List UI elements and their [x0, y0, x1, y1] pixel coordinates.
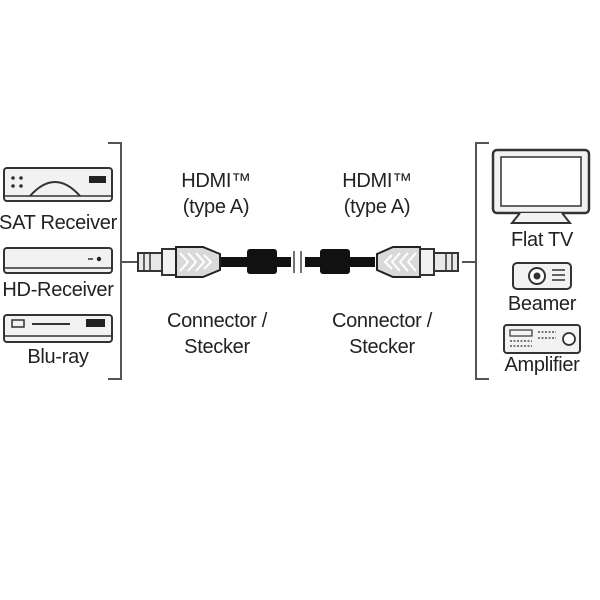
amplifier-icon: [503, 324, 581, 354]
hdmi-cable: [137, 246, 459, 278]
left-hdmi-plug: [137, 246, 221, 278]
bluray-player-icon: [3, 314, 113, 343]
destination-label-flat-tv: Flat TV: [511, 229, 573, 251]
flat-tv-icon: [491, 148, 591, 224]
right-plug-gender-line1: Connector /: [331, 310, 433, 332]
projector-icon: [512, 262, 572, 290]
sat-receiver-icon: [3, 167, 113, 202]
source-label-bluray: Blu-ray: [27, 346, 89, 368]
destination-label-beamer: Beamer: [507, 293, 577, 315]
right-plug-type-line2: (type A): [343, 196, 411, 218]
left-plug-gender-line1: Connector /: [166, 310, 268, 332]
right-hdmi-plug: [376, 246, 459, 278]
right-plug-type-line1: HDMI™: [342, 170, 412, 192]
left-ferrite-core: [247, 249, 277, 274]
hd-receiver-icon: [3, 247, 113, 274]
source-label-hd-receiver: HD-Receiver: [2, 279, 114, 301]
right-plug-gender-line2: Stecker: [349, 336, 415, 358]
source-label-sat-receiver: SAT Receiver: [0, 212, 117, 234]
left-plug-type-line2: (type A): [182, 196, 250, 218]
right-bracket: [475, 142, 489, 380]
destination-label-amplifier: Amplifier: [504, 354, 580, 376]
right-ferrite-core: [320, 249, 350, 274]
left-plug-type-line1: HDMI™: [181, 170, 251, 192]
left-plug-gender-line2: Stecker: [184, 336, 250, 358]
